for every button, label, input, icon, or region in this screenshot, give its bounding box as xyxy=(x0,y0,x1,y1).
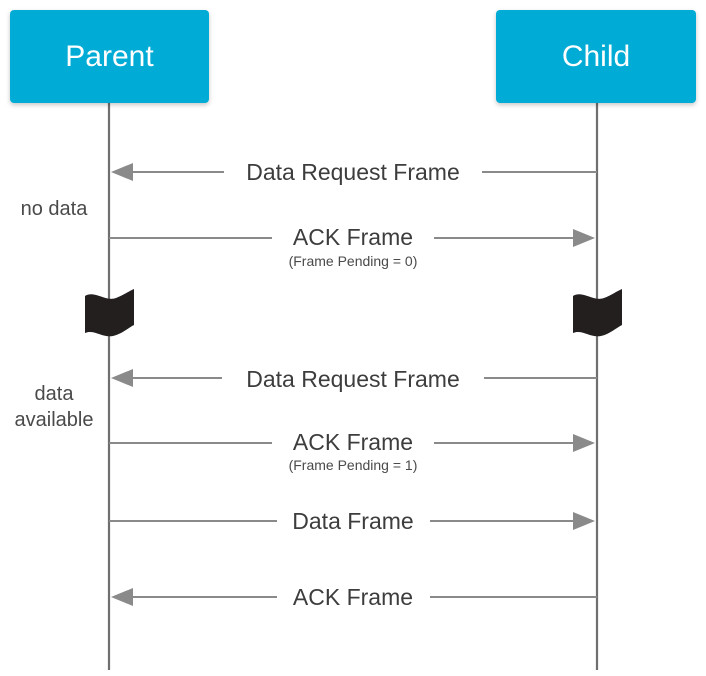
message-3-arrowhead-left xyxy=(111,369,133,387)
break-wave-parent-shape xyxy=(85,289,134,337)
message-5-arrowhead-right xyxy=(573,512,595,530)
message-2-label: ACK Frame xyxy=(293,224,413,250)
message-6-arrowhead-left xyxy=(111,588,133,606)
message-5-label: Data Frame xyxy=(292,508,413,534)
actor-child-label: Child xyxy=(562,40,630,73)
message-4-sublabel: (Frame Pending = 1) xyxy=(289,457,418,473)
lifelines-group xyxy=(107,103,599,670)
actor-child-box[interactable] xyxy=(496,10,696,103)
time-break-child xyxy=(573,289,622,337)
message-3-label: Data Request Frame xyxy=(246,366,459,392)
message-4-arrowhead-right xyxy=(573,434,595,452)
actor-child[interactable]: Child xyxy=(496,10,696,103)
message-1-data-request-frame[interactable]: Data Request Frame xyxy=(111,159,597,185)
actor-parent[interactable]: Parent xyxy=(10,10,209,103)
side-note-no-data: no data xyxy=(21,198,89,220)
side-note-data-available-line-1: data xyxy=(35,383,75,405)
message-2-arrowhead-right xyxy=(573,229,595,247)
side-note-data-available: data available xyxy=(15,383,94,431)
actor-parent-label: Parent xyxy=(65,40,154,73)
message-6-ack-frame[interactable]: ACK Frame xyxy=(111,584,597,610)
message-6-label: ACK Frame xyxy=(293,584,413,610)
break-wave-child-shape xyxy=(573,289,622,337)
message-1-label: Data Request Frame xyxy=(246,159,459,185)
message-5-data-frame[interactable]: Data Frame xyxy=(109,508,595,534)
actor-parent-box[interactable] xyxy=(10,10,209,103)
message-2-sublabel: (Frame Pending = 0) xyxy=(289,253,418,269)
message-1-arrowhead-left xyxy=(111,163,133,181)
message-2-ack-frame[interactable]: ACK Frame (Frame Pending = 0) xyxy=(109,224,595,269)
time-break-parent xyxy=(85,289,134,337)
message-3-data-request-frame[interactable]: Data Request Frame xyxy=(111,366,597,392)
side-note-data-available-line-2: available xyxy=(15,409,94,431)
side-note-no-data-line-1: no data xyxy=(21,198,89,220)
message-4-label: ACK Frame xyxy=(293,429,413,455)
message-4-ack-frame[interactable]: ACK Frame (Frame Pending = 1) xyxy=(109,429,595,473)
